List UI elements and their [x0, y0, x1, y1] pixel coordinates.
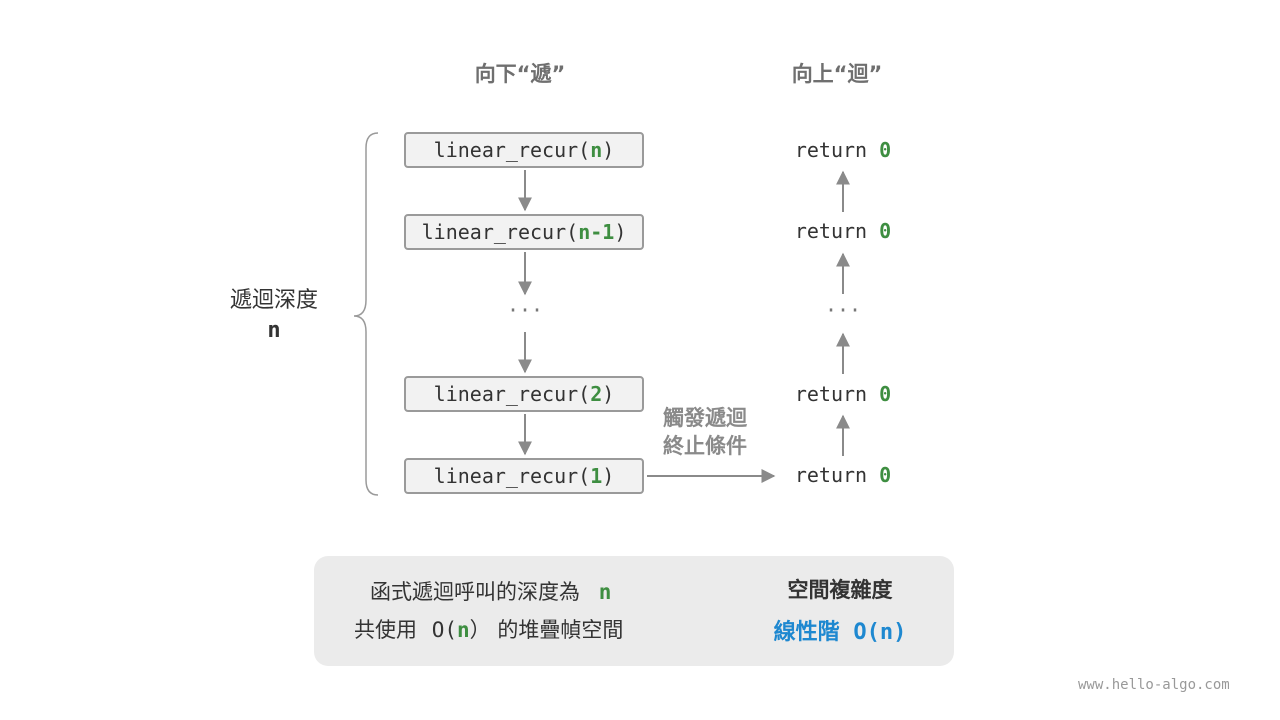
return-value: 0: [879, 219, 892, 243]
call-fn: linear_recur(: [433, 464, 591, 488]
complexity-title: 空間複雜度: [787, 578, 893, 602]
call-close: ): [602, 464, 615, 488]
summary-panel: [314, 556, 954, 666]
summary-line2-b: 的堆疊幀空間: [497, 618, 624, 642]
summary-line1: 函式遞迴呼叫的深度為 n: [354, 573, 623, 611]
brace: [353, 132, 379, 496]
return-ellipsis: ···: [824, 298, 862, 322]
return-row: return 0: [763, 382, 923, 406]
return-keyword: return: [794, 382, 868, 406]
header-return-up: 向上“迴”: [791, 62, 883, 86]
call-arg: 2: [590, 382, 603, 406]
call-fn: linear_recur(: [421, 220, 579, 244]
return-keyword: return: [794, 138, 868, 162]
summary-text: 函式遞迴呼叫的深度為 n 共使用 O(n） 的堆疊幀空間: [354, 573, 623, 649]
return-value: 0: [879, 463, 892, 487]
return-value: 0: [879, 138, 892, 162]
call-close: ): [602, 382, 615, 406]
call-fn: linear_recur(: [433, 138, 591, 162]
summary-line1-text: 函式遞迴呼叫的深度為: [370, 580, 580, 604]
return-keyword: return: [794, 219, 868, 243]
call-arg: n: [590, 138, 603, 162]
base-case-line1: 觸發遞迴: [663, 406, 747, 430]
complexity-value: 線性階 O(n): [740, 614, 940, 646]
call-box-2: linear_recur(2): [404, 376, 644, 412]
summary-line2-var: n: [456, 618, 470, 642]
base-case-line2: 終止條件: [663, 434, 747, 458]
return-row: return 0: [763, 138, 923, 162]
call-fn: linear_recur(: [433, 382, 591, 406]
header-recurse-down: 向下“遞”: [474, 62, 566, 86]
call-ellipsis: ···: [506, 298, 544, 322]
call-close: ): [602, 138, 615, 162]
complexity-expr: O(n): [853, 620, 907, 645]
recursion-depth-var: n: [267, 318, 281, 343]
summary-line1-var: n: [598, 580, 612, 604]
call-close: ): [614, 220, 627, 244]
complexity-name: 線性階: [773, 620, 840, 645]
return-row: return 0: [763, 219, 923, 243]
return-row: return 0: [763, 463, 923, 487]
recursion-depth-label: 遞迴深度: [229, 288, 318, 313]
summary-line2-close: ）: [469, 618, 491, 642]
return-keyword: return: [794, 463, 868, 487]
base-case-label: 觸發遞迴 終止條件: [663, 404, 747, 460]
call-arg: n-1: [578, 220, 615, 244]
call-box-n-minus-1: linear_recur(n-1): [404, 214, 644, 250]
summary-line2-o: O(: [431, 618, 457, 642]
call-arg: 1: [590, 464, 603, 488]
watermark: www.hello-algo.com: [1078, 677, 1230, 693]
call-box-1: linear_recur(1): [404, 458, 644, 494]
return-value: 0: [879, 382, 892, 406]
summary-line2-a: 共使用: [354, 618, 417, 642]
call-box-n: linear_recur(n): [404, 132, 644, 168]
summary-line2: 共使用 O(n） 的堆疊幀空間: [354, 611, 623, 649]
